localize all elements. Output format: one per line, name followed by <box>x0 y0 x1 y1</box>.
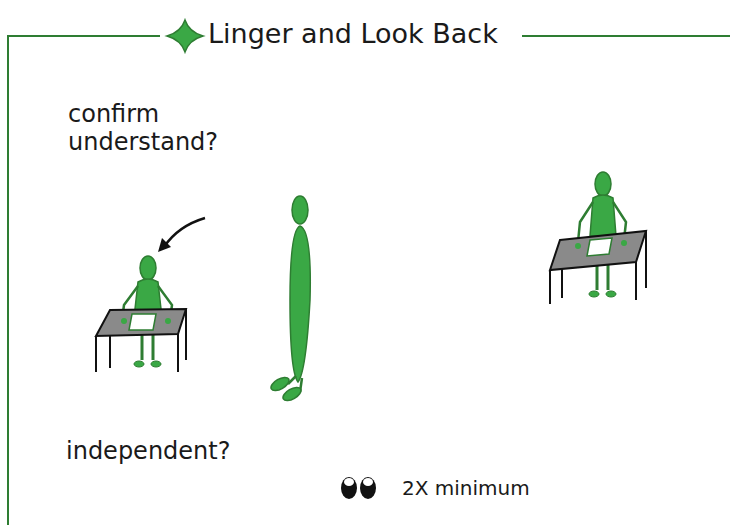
annotation-text: confirm understand? <box>68 100 243 156</box>
pointer-arrow-head <box>158 238 171 252</box>
desk <box>550 231 646 304</box>
star-icon <box>167 20 203 52</box>
teacher-figure <box>269 196 310 403</box>
pointer-arrow <box>164 218 205 247</box>
annotation-text: independent? <box>66 437 286 465</box>
annotation-text: 2X minimum <box>402 476 602 500</box>
frame-line <box>522 35 730 37</box>
eyes-icon <box>341 477 376 499</box>
diagram-title: Linger and Look Back <box>208 18 504 50</box>
desk <box>96 309 186 372</box>
